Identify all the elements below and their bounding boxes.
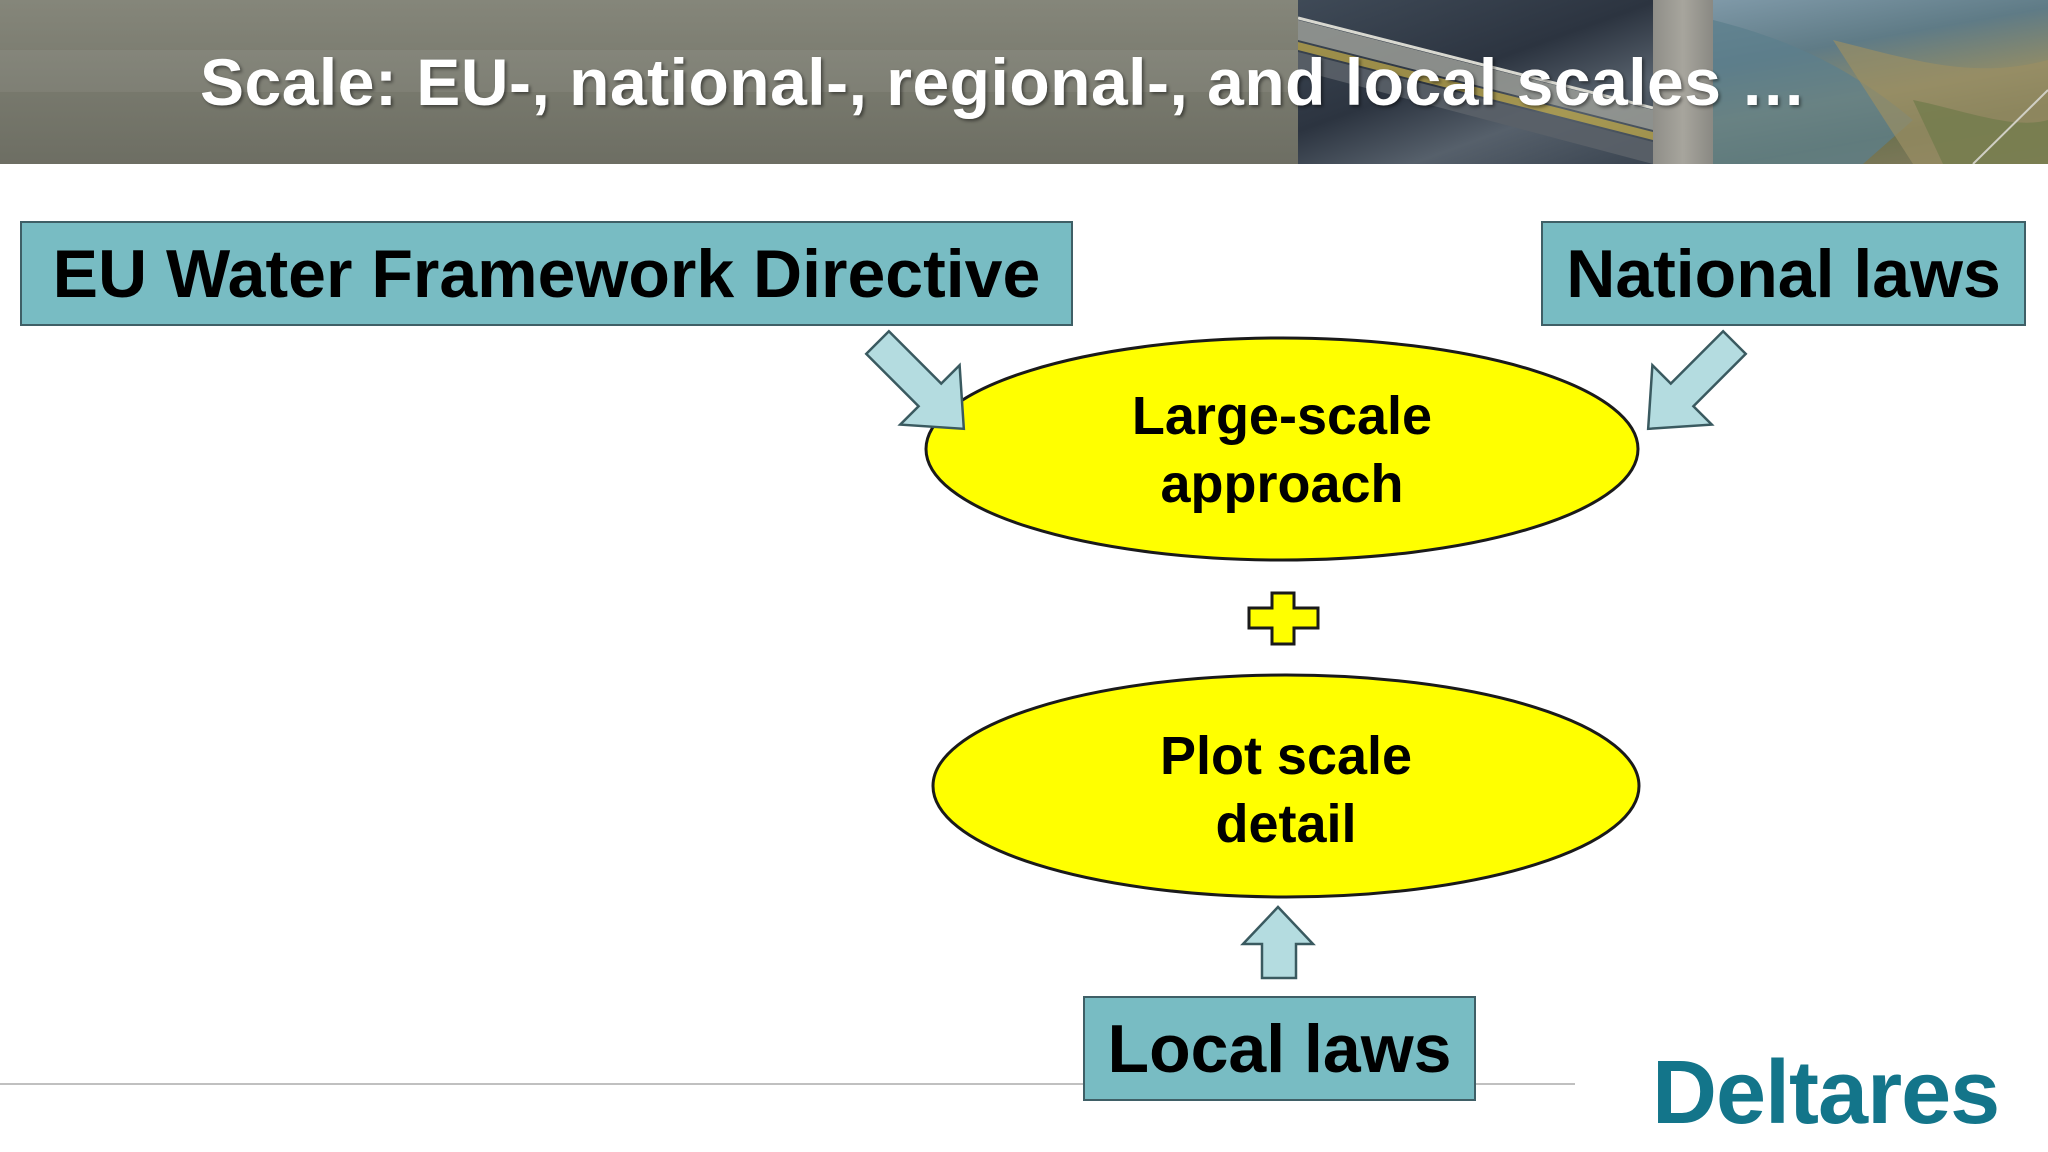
bridge-photo bbox=[1298, 0, 1653, 164]
plot-scale-ellipse bbox=[931, 673, 1641, 899]
plus-icon bbox=[1247, 591, 1320, 646]
eu-directive-box: EU Water Framework Directive bbox=[20, 221, 1073, 326]
arrow-eu-to-large-icon bbox=[864, 329, 966, 431]
large-scale-label: Large-scale approach bbox=[1082, 382, 1482, 518]
large-scale-ellipse bbox=[924, 336, 1640, 562]
landscape-photo bbox=[1713, 0, 2048, 164]
plot-scale-line1: Plot scale bbox=[1159, 726, 1413, 786]
footer-divider bbox=[0, 1083, 1575, 1085]
national-laws-box: National laws bbox=[1541, 221, 2026, 326]
local-laws-box: Local laws bbox=[1083, 996, 1476, 1101]
arrow-national-to-large-icon bbox=[1646, 329, 1748, 431]
pillar-photo bbox=[1653, 0, 1713, 164]
plot-scale-line2: detail bbox=[1215, 794, 1357, 854]
landscape-photo-graphic bbox=[1713, 20, 2048, 164]
large-scale-line1: Large-scale bbox=[1131, 386, 1433, 446]
header-banner: Scale: EU-, national-, regional-, and lo… bbox=[0, 0, 2048, 164]
bridge-photo-graphic bbox=[1298, 16, 1653, 164]
slide-title: Scale: EU-, national-, regional-, and lo… bbox=[200, 45, 1807, 119]
deltares-logo: Deltares bbox=[1652, 1043, 2000, 1143]
arrow-local-to-plot-icon bbox=[1240, 905, 1316, 980]
large-scale-line2: approach bbox=[1160, 454, 1404, 514]
plot-scale-label: Plot scale detail bbox=[1086, 722, 1486, 858]
